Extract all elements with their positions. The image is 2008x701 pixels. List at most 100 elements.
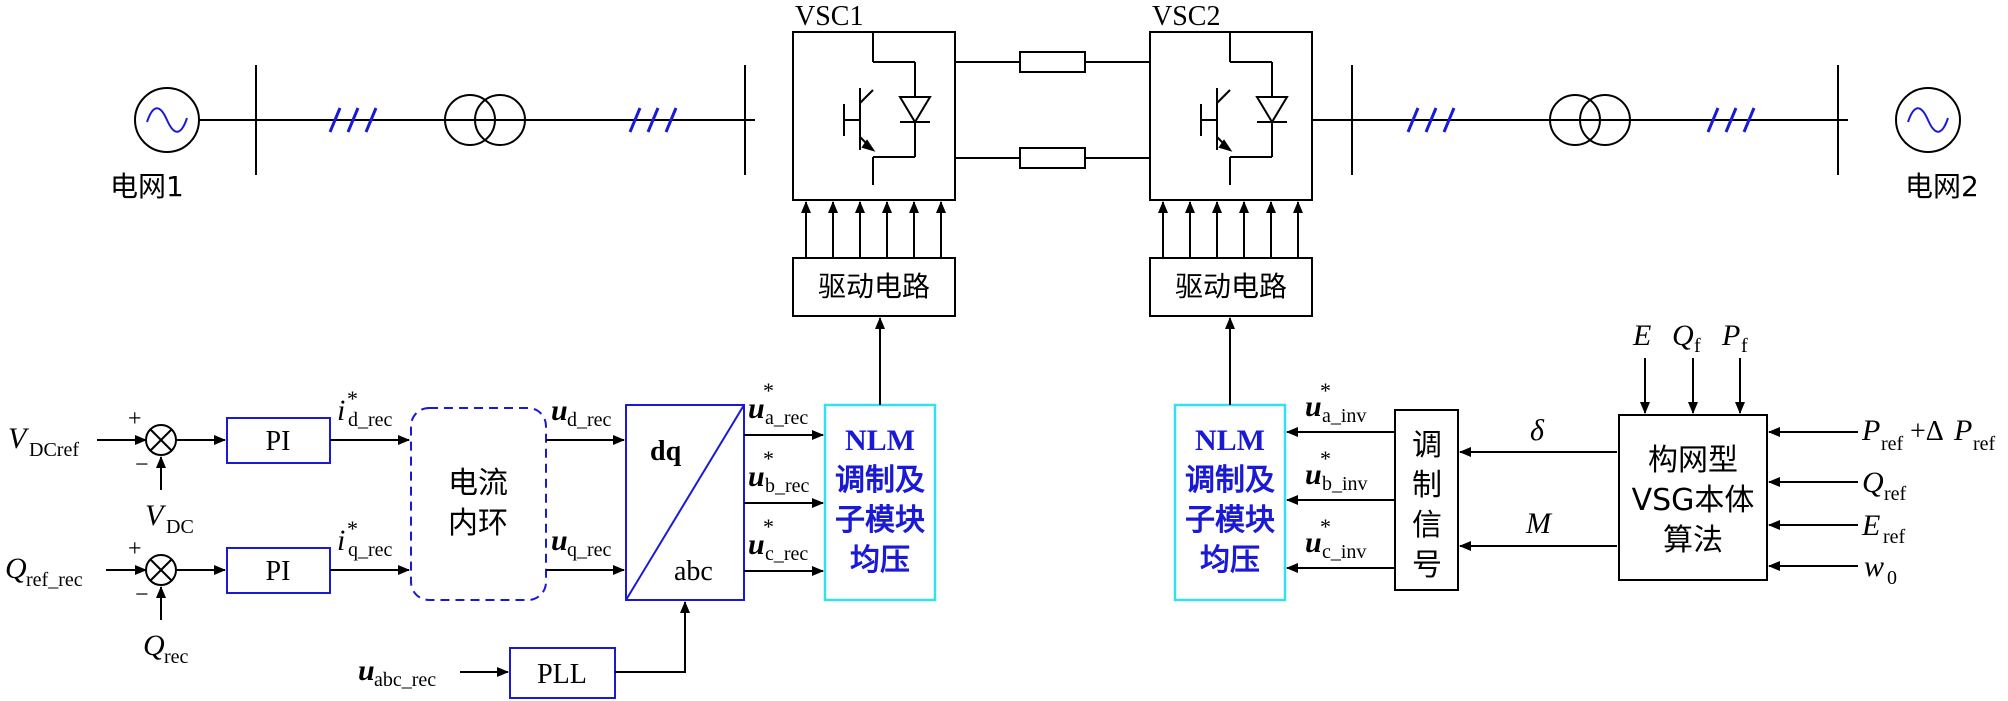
pf-subscript: f [1741,335,1748,357]
igbt-diode-icon-2 [1200,32,1289,185]
mod-signal-char-2: 制 [1412,468,1442,503]
three-phase-mark-1 [328,107,378,133]
q-feedback-subscript: rec [164,646,189,668]
pll-label: PLL [537,659,587,690]
dq-label: dq [650,436,682,467]
pref-symbol-a: P [1861,414,1880,447]
uc-inv-star: * [1320,514,1331,539]
id-ref-symbol: i [337,394,345,427]
pf-symbol: P [1721,319,1740,352]
ub-rec-star: * [763,446,774,471]
summing-junction-1 [145,424,177,456]
nlm-right-line1: NLM [1195,424,1265,457]
uc-rec-symbol: u [748,528,765,561]
nlm-left-line4: 均压 [850,543,910,578]
nlm-right-line2: 调制及 [1185,463,1275,498]
ud-symbol: u [551,394,568,427]
vsc2-label: VSC2 [1152,1,1220,32]
qf-subscript: f [1694,335,1701,357]
mod-signal-char-1: 调 [1412,428,1442,463]
pref-subscript-a: ref [1881,433,1904,455]
iq-ref-star: * [347,516,358,541]
pref-subscript-c: ref [1973,433,1996,455]
drive-circuit-right-label: 驱动电路 [1175,270,1287,303]
qref-symbol: Q [1862,466,1884,499]
sum1-plus: + [128,406,142,432]
ac-source-icon [1907,107,1949,133]
uq-subscript: q_rec [567,539,612,561]
grid-1-source [134,87,200,153]
vdc-feedback-subscript: DC [166,516,194,538]
ua-inv-star: * [1320,378,1331,403]
delta-symbol: δ [1530,414,1545,447]
nlm-right-line4: 均压 [1200,543,1260,578]
q-ref-symbol: Q [5,552,27,585]
m-symbol: M [1525,507,1553,540]
uc-inv-subscript: c_inv [1322,541,1366,563]
rectifier-control: V DCref + − V DC PI i * d_rec Q ref_rec … [5,317,937,699]
iq-ref-symbol: i [337,524,345,557]
eref-symbol: E [1861,509,1880,542]
ud-subscript: d_rec [567,409,612,431]
power-stage: 电网1 VSC1 [110,1,1979,317]
uc-rec-star: * [763,514,774,539]
id-ref-subscript: d_rec [348,409,393,431]
sum2-minus: − [135,582,149,608]
pref-plus-delta: +Δ [1910,416,1944,447]
vsg-core-block [1618,414,1768,581]
summing-junction-2 [145,554,177,586]
qf-symbol: Q [1672,319,1694,352]
ua-rec-star: * [763,378,774,403]
current-loop-label-2: 内环 [448,506,508,541]
qref-subscript: ref [1884,483,1907,505]
vsc2-gate-arrows [1158,201,1303,258]
vsc1-gate-arrows [801,201,946,258]
mod-signal-char-4: 号 [1412,548,1442,583]
uabc-rec-symbol: u [358,654,375,687]
ub-inv-subscript: b_inv [1322,473,1368,495]
ub-rec-symbol: u [748,460,765,493]
uc-rec-subscript: c_rec [765,543,808,565]
ua-inv-subscript: a_inv [1322,405,1366,427]
sum2-plus: + [128,536,142,562]
q-feedback-symbol: Q [143,629,165,662]
pi-controller-2 [226,547,331,594]
w0-symbol: w [1864,550,1884,583]
ua-rec-subscript: a_rec [765,407,808,429]
three-phase-mark-4 [1706,107,1756,133]
dc-link [955,51,1150,169]
uabc-rec-subscript: abc_rec [374,669,436,691]
vsc1-label: VSC1 [795,1,863,32]
inverter-control: NLM 调制及 子模块 均压 调 制 信 号 u * a_inv u * b_i… [1173,317,1996,602]
e-input-symbol: E [1632,319,1651,352]
eref-subscript: ref [1883,526,1906,548]
pref-symbol-c: P [1953,414,1972,447]
pi-1-label: PI [266,426,291,457]
transformer-left-icon [444,94,526,146]
sum1-minus: − [135,452,149,478]
vdc-feedback-symbol: V [145,499,167,532]
uc-inv-symbol: u [1305,526,1322,559]
three-phase-mark-2 [628,107,678,133]
transform-diagonal [625,404,745,601]
pll-block [509,647,616,699]
drive-circuit-left-label: 驱动电路 [818,270,930,303]
vsg-label-3: 算法 [1663,523,1723,558]
transformer-right-icon [1549,94,1631,146]
abc-label: abc [674,556,713,587]
three-phase-mark-3 [1406,107,1456,133]
ac-source-icon [146,107,188,133]
ub-inv-star: * [1320,446,1331,471]
drive-circuit-left [792,257,956,317]
dc-resistor-bottom [1019,147,1086,169]
vdc-ref-subscript: DCref [29,439,79,461]
dc-resistor-top [1019,51,1086,73]
ub-inv-symbol: u [1305,458,1322,491]
uq-symbol: u [551,524,568,557]
current-inner-loop-block [410,407,547,601]
drive-circuit-right [1149,257,1313,317]
ub-rec-subscript: b_rec [765,475,810,497]
grid-2-source [1895,87,1961,153]
current-loop-label-1: 电流 [448,466,508,501]
